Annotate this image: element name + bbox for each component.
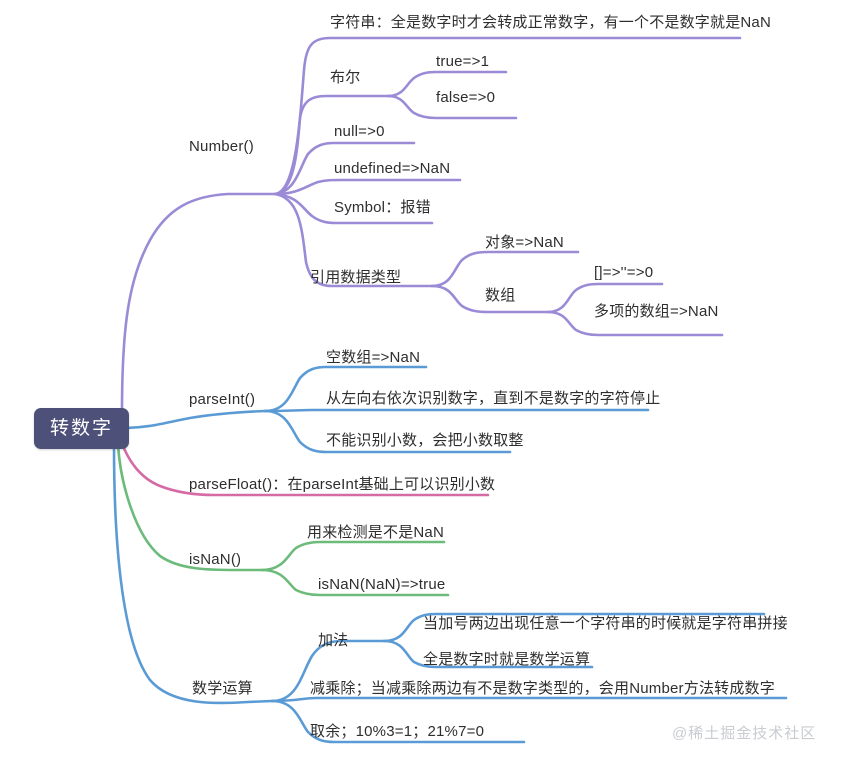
node-isnan[interactable]: isNaN() (189, 552, 241, 567)
node-math-label: 数学运算 (192, 680, 253, 697)
node-undefined-label: undefined=>NaN (334, 160, 451, 177)
node-empty-array-label: []=>''=>0 (594, 264, 654, 281)
edge-number-boolean (273, 94, 390, 196)
node-addition-label: 加法 (318, 632, 349, 649)
edge-isnan-detect (260, 540, 446, 572)
edge-root-number (120, 192, 277, 414)
node-symbol[interactable]: Symbol：报错 (334, 200, 431, 215)
node-true-label: true=>1 (436, 53, 490, 70)
node-detect-nan-label: 用来检测是不是NaN (307, 524, 445, 541)
node-isnan-label: isNaN() (189, 551, 242, 568)
node-null[interactable]: null=>0 (334, 124, 385, 139)
node-modulo[interactable]: 取余；10%3=1；21%7=0 (310, 724, 484, 739)
node-empty-array[interactable]: []=>''=>0 (594, 265, 653, 280)
node-undefined[interactable]: undefined=>NaN (334, 161, 450, 176)
node-no-decimal[interactable]: 不能识别小数，会把小数取整 (326, 433, 524, 448)
watermark: @稀土掘金技术社区 (672, 725, 817, 742)
node-object-label: 对象=>NaN (485, 234, 564, 251)
node-string[interactable]: 字符串：全是数字时才会转成正常数字，有一个不是数字就是NaN (330, 15, 771, 30)
node-object[interactable]: 对象=>NaN (485, 235, 564, 250)
node-empty-array-nan[interactable]: 空数组=>NaN (326, 350, 420, 365)
node-boolean[interactable]: 布尔 (330, 70, 360, 85)
node-isnan-nan-true-label: isNaN(NaN)=>true (318, 576, 446, 593)
node-array[interactable]: 数组 (485, 288, 515, 303)
node-sub-mul-div[interactable]: 减乘除；当减乘除两边有不是数字类型的，会用Number方法转成数字 (310, 681, 775, 696)
node-detect-nan[interactable]: 用来检测是不是NaN (307, 525, 444, 540)
node-string-concat-label: 当加号两边出现任意一个字符串的时候就是字符串拼接 (423, 615, 788, 632)
node-no-decimal-label: 不能识别小数，会把小数取整 (326, 432, 524, 449)
node-all-numbers-label: 全是数字时就是数学运算 (423, 651, 591, 668)
node-multi-array[interactable]: 多项的数组=>NaN (594, 304, 719, 319)
edge-number-undefined (273, 178, 462, 196)
node-symbol-label: Symbol：报错 (334, 199, 431, 216)
node-scan-left-right[interactable]: 从左向右依次识别数字，直到不是数字的字符停止 (326, 391, 660, 406)
node-parsefloat[interactable]: parseFloat()：在parseInt基础上可以识别小数 (189, 477, 495, 492)
node-parseint-label: parseInt() (189, 391, 256, 408)
edge-reference-object (430, 250, 580, 288)
node-isnan-nan-true[interactable]: isNaN(NaN)=>true (318, 577, 445, 592)
edge-parseint-scan (263, 408, 650, 413)
node-false-label: false=>0 (436, 89, 496, 106)
node-number[interactable]: Number() (189, 139, 254, 154)
node-addition[interactable]: 加法 (318, 633, 348, 648)
root-label: 转数字 (50, 418, 114, 439)
node-modulo-label: 取余；10%3=1；21%7=0 (310, 723, 485, 740)
node-parseint[interactable]: parseInt() (189, 392, 255, 407)
node-true[interactable]: true=>1 (436, 54, 489, 69)
node-sub-mul-div-label: 减乘除；当减乘除两边有不是数字类型的，会用Number方法转成数字 (310, 680, 775, 697)
edge-math-submuldiv (270, 696, 788, 703)
node-reference-type-label: 引用数据类型 (310, 269, 402, 286)
mindmap-root-node[interactable]: 转数字 (34, 408, 130, 449)
node-string-label: 字符串：全是数字时才会转成正常数字，有一个不是数字就是NaN (330, 14, 772, 31)
node-parsefloat-label: parseFloat()：在parseInt基础上可以识别小数 (189, 476, 496, 493)
node-boolean-label: 布尔 (330, 69, 361, 86)
node-number-label: Number() (189, 138, 254, 155)
edge-root-parseint (120, 409, 267, 430)
node-array-label: 数组 (485, 287, 516, 304)
node-null-label: null=>0 (334, 123, 385, 140)
node-math[interactable]: 数学运算 (192, 681, 253, 696)
node-false[interactable]: false=>0 (436, 90, 495, 105)
node-all-numbers[interactable]: 全是数字时就是数学运算 (423, 652, 590, 667)
node-reference-type[interactable]: 引用数据类型 (310, 270, 401, 285)
node-scan-left-right-label: 从左向右依次识别数字，直到不是数字的字符停止 (326, 390, 661, 407)
node-empty-array-nan-label: 空数组=>NaN (326, 349, 421, 366)
node-string-concat[interactable]: 当加号两边出现任意一个字符串的时候就是字符串拼接 (423, 616, 788, 631)
node-multi-array-label: 多项的数组=>NaN (594, 303, 719, 320)
